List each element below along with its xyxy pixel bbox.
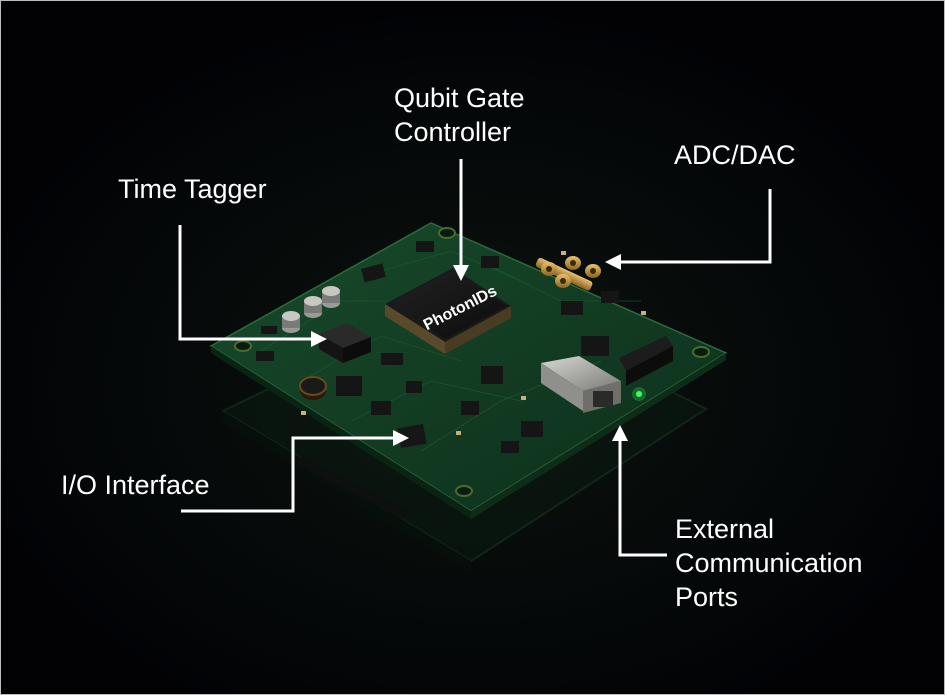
io-interface-chip — [397, 423, 427, 449]
status-led — [636, 391, 642, 397]
label-adc-dac: ADC/DAC — [674, 138, 796, 172]
label-external-communication-ports: External Communication Ports — [675, 512, 863, 614]
arrowhead-time-tagger — [311, 331, 327, 347]
arrowhead-adc-dac — [605, 254, 621, 270]
arrowhead-external-ports — [612, 425, 628, 441]
board-connector — [619, 336, 673, 386]
inductor — [299, 376, 327, 400]
capacitors — [282, 286, 340, 333]
time-tagger-module — [319, 323, 371, 363]
label-line: Ports — [675, 582, 739, 612]
label-io-interface: I/O Interface — [61, 468, 210, 502]
label-line: Communication — [675, 548, 863, 578]
label-line: Time Tagger — [118, 174, 267, 204]
arrowhead-qubit-gate — [453, 265, 469, 281]
label-line: External — [675, 514, 775, 544]
annotation-arrows — [178, 159, 772, 557]
rf-connectors — [535, 256, 601, 291]
label-line: I/O Interface — [61, 470, 210, 500]
label-qubit-gate-controller: Qubit Gate Controller — [394, 81, 525, 149]
arrowhead-io-interface — [393, 430, 409, 446]
label-line: ADC/DAC — [674, 140, 796, 170]
label-time-tagger: Time Tagger — [118, 172, 267, 206]
arrowheads — [311, 254, 628, 446]
main-board — [209, 222, 728, 519]
ethernet-port — [541, 356, 621, 413]
label-line: Qubit Gate — [394, 83, 525, 113]
label-line: Controller — [394, 117, 512, 147]
photonids-chip — [385, 268, 511, 354]
